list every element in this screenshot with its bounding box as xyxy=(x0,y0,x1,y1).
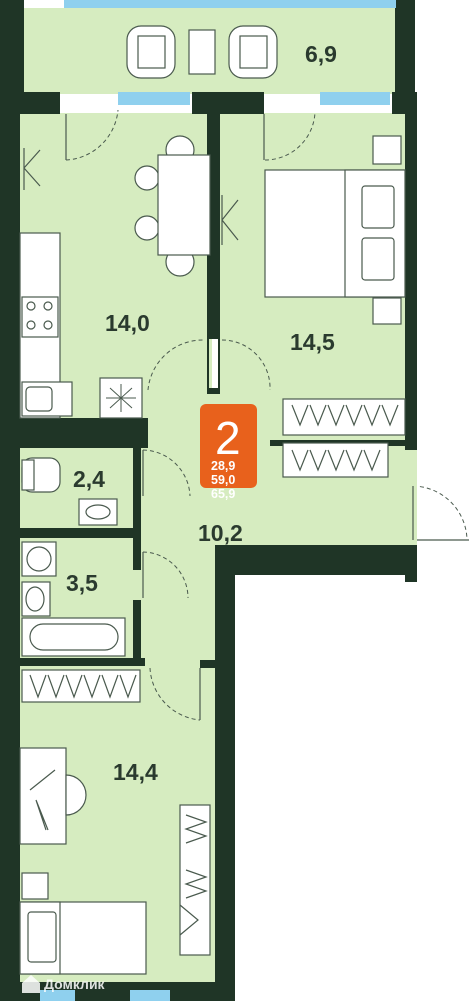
room-count-badge: 2 28,9 59,0 65,9 xyxy=(200,404,257,501)
area-with-balcony: 65,9 xyxy=(211,487,235,501)
kitchen-furniture xyxy=(19,135,211,419)
living-area: 28,9 xyxy=(211,459,235,473)
house-icon xyxy=(22,975,40,993)
nightstand-top xyxy=(372,135,402,165)
door-kitchen xyxy=(147,339,204,391)
wardrobe-room2 xyxy=(21,669,141,703)
dining-table xyxy=(157,154,211,256)
rooms-count: 2 xyxy=(215,412,241,464)
window-balcony-right xyxy=(320,92,390,105)
door-wc xyxy=(142,449,191,497)
area-label-hall: 10,2 xyxy=(198,520,243,546)
door-balcony-left xyxy=(65,109,119,161)
window-balcony-left xyxy=(118,92,190,105)
window-bottom-right xyxy=(130,990,170,1001)
wc-sink xyxy=(78,498,118,526)
area-label-bath: 3,5 xyxy=(66,570,98,596)
window-bottom-left xyxy=(40,990,75,1001)
bathroom-fixtures xyxy=(21,457,126,657)
area-label-balcony: 6,9 xyxy=(305,41,337,67)
door-room2 xyxy=(149,667,201,721)
area-label-wc: 2,4 xyxy=(73,466,105,492)
area-label-kitchen: 14,0 xyxy=(105,310,150,336)
balcony-furniture xyxy=(126,25,278,79)
desk xyxy=(19,747,67,845)
door-bath xyxy=(142,551,189,599)
walls xyxy=(0,0,417,1001)
window-balcony-top xyxy=(64,0,396,8)
doors xyxy=(65,109,468,721)
watermark-text: Домклик xyxy=(44,976,106,992)
door-entrance xyxy=(412,485,468,541)
coffee-table xyxy=(188,29,216,75)
hall-floor-2 xyxy=(135,470,215,670)
area-label-room2: 14,4 xyxy=(113,759,158,785)
nightstand-bottom xyxy=(372,297,402,325)
wardrobe-room2-vertical xyxy=(179,804,211,956)
area-label-bedroom: 14,5 xyxy=(290,329,335,355)
total-area: 59,0 xyxy=(211,473,235,487)
room2-nightstand xyxy=(21,872,49,900)
watermark: Домклик xyxy=(22,975,106,993)
door-balcony-right xyxy=(264,111,316,161)
windows xyxy=(40,0,396,1001)
wardrobe-hall xyxy=(282,442,389,478)
bedroom-furniture xyxy=(221,135,406,478)
door-bedroom xyxy=(221,339,271,391)
room2-furniture xyxy=(19,669,211,975)
stove xyxy=(21,296,59,338)
